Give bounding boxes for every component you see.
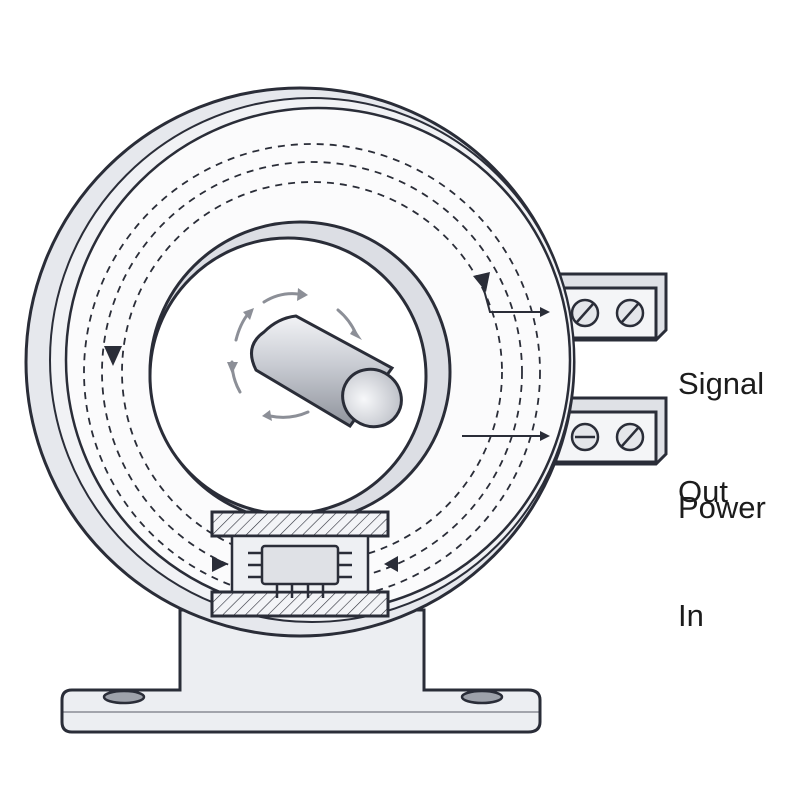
signal-out-label-line2: Out <box>678 474 728 509</box>
screw-icon <box>615 422 645 452</box>
arrowhead-icon <box>384 556 398 572</box>
hall-sensor-assembly <box>210 510 398 618</box>
mounting-hole-right <box>460 689 504 705</box>
arrowhead-icon <box>212 556 228 572</box>
conductor-shaft <box>250 314 403 429</box>
power-in-label-line1: Power <box>678 490 766 525</box>
terminal-block-signal <box>546 272 668 342</box>
signal-out-label-line1: Signal <box>678 366 765 401</box>
power-in-label-line2: In <box>678 598 704 633</box>
screw-icon <box>570 422 600 452</box>
screw-icon <box>615 298 645 328</box>
signal-lead <box>483 289 550 317</box>
screw-icon <box>570 298 600 328</box>
core-gap-top <box>210 510 390 538</box>
power-in-label: Power In <box>678 418 766 670</box>
mounting-hole-left <box>102 689 146 705</box>
rotation-arrowheads <box>227 288 362 421</box>
signal-out-label: Signal Out <box>678 294 764 546</box>
arrowhead-icon <box>104 346 122 366</box>
mounting-base <box>60 608 542 734</box>
arrowhead-icon <box>473 272 490 292</box>
core-gap-bottom <box>210 590 390 618</box>
chip-icon <box>248 544 352 598</box>
